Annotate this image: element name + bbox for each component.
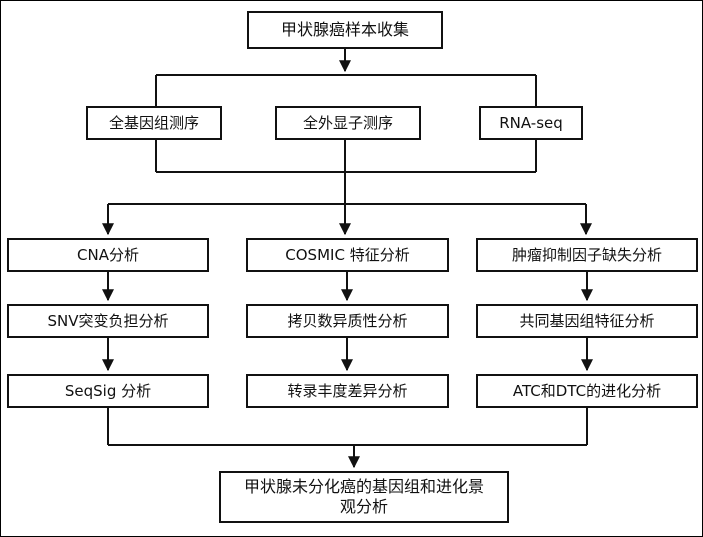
node-snv-mutation-burden-analysis[interactable]: SNV突变负担分析 — [7, 304, 209, 338]
node-whole-genome-sequencing[interactable]: 全基因组测序 — [86, 106, 222, 140]
node-label: SeqSig 分析 — [64, 381, 152, 400]
node-cosmic-signature-analysis[interactable]: COSMIC 特征分析 — [246, 238, 449, 272]
node-label: 甲状腺癌样本收集 — [280, 20, 409, 39]
node-transcript-abundance-difference-analysis[interactable]: 转录丰度差异分析 — [246, 374, 449, 408]
node-label: 转录丰度差异分析 — [287, 381, 408, 400]
node-label: 肿瘤抑制因子缺失分析 — [511, 245, 662, 264]
node-tumor-suppressor-loss-analysis[interactable]: 肿瘤抑制因子缺失分析 — [476, 238, 698, 272]
node-label: CNA分析 — [77, 245, 139, 264]
node-cna-analysis[interactable]: CNA分析 — [7, 238, 209, 272]
node-atc-dtc-evolution-analysis[interactable]: ATC和DTC的进化分析 — [476, 374, 698, 408]
node-label: 全基因组测序 — [108, 113, 199, 132]
node-label: ATC和DTC的进化分析 — [512, 381, 662, 400]
node-label: SNV突变负担分析 — [47, 311, 169, 330]
node-label: 甲状腺未分化癌的基因组和进化景 观分析 — [243, 477, 484, 516]
node-final-conclusion[interactable]: 甲状腺未分化癌的基因组和进化景 观分析 — [219, 471, 509, 523]
node-label: 拷贝数异质性分析 — [287, 311, 408, 330]
node-label: 全外显子测序 — [302, 113, 393, 132]
node-rna-seq[interactable]: RNA-seq — [479, 106, 583, 140]
node-label: COSMIC 特征分析 — [285, 245, 410, 264]
node-label: 共同基因组特征分析 — [519, 311, 655, 330]
node-copy-number-heterogeneity-analysis[interactable]: 拷贝数异质性分析 — [246, 304, 449, 338]
node-label: RNA-seq — [499, 113, 563, 132]
node-seqsig-analysis[interactable]: SeqSig 分析 — [7, 374, 209, 408]
node-sample-collection[interactable]: 甲状腺癌样本收集 — [247, 11, 443, 49]
node-common-genomic-feature-analysis[interactable]: 共同基因组特征分析 — [476, 304, 698, 338]
node-whole-exome-sequencing[interactable]: 全外显子测序 — [275, 106, 421, 140]
